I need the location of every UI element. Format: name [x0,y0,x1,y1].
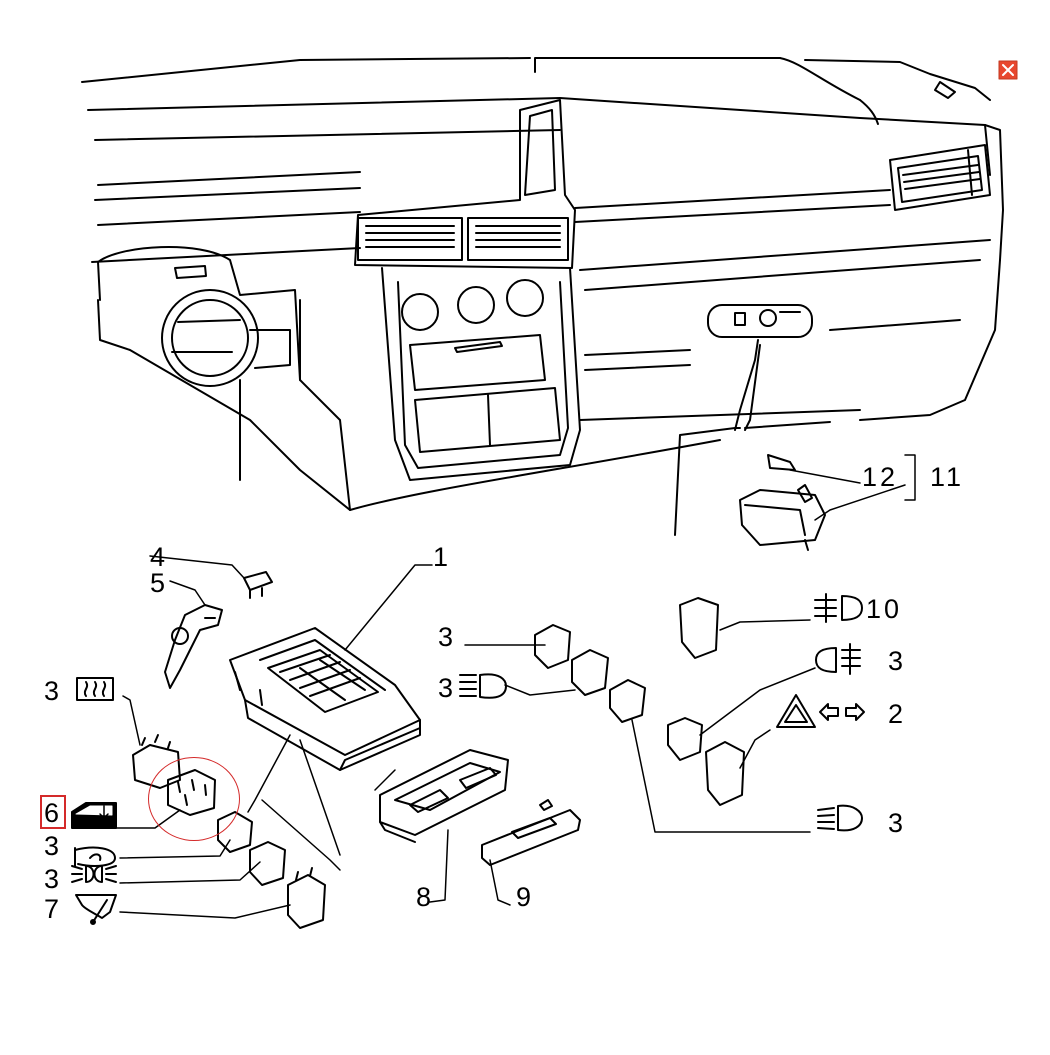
part-label-9: 9 [516,882,535,912]
close-button[interactable] [999,61,1017,79]
fuse-item-4 [243,571,273,599]
dashboard-outline [81,57,1004,511]
center-vent-frame [354,99,576,269]
part-label-7: 7 [44,894,63,924]
turn-signal-icon [819,703,865,721]
part-label-3-parking: 3 [44,864,63,894]
windscreen-wiper-icon [75,894,117,925]
fuse-puller-item-5 [164,604,223,689]
part-label-8: 8 [416,882,435,912]
part-label-12: 12 [862,462,899,492]
switch-panel-item-8 [379,749,509,843]
part-label-3-washer: 3 [44,831,63,861]
part-label-4: 4 [150,542,169,572]
part-label-2: 2 [888,699,907,729]
front-fog-lamp-icon [815,643,861,675]
low-beam-icon [817,804,863,832]
switch-panel-item-9 [481,799,581,866]
part-label-3-low-beam: 3 [888,808,907,838]
part-label-6: 6 [44,798,63,828]
callout-frame [674,421,831,551]
part-label-3-relay-top: 3 [438,622,457,652]
parking-lights-icon [71,865,117,883]
rear-fog-lamp-icon [814,593,863,623]
part-label-11: 11 [930,462,965,492]
power-window-icon [71,802,117,829]
dash-switch-slot [707,304,813,431]
rear-window-defrost-icon [76,677,114,701]
part-label-5: 5 [150,568,169,598]
close-icon-graphic [998,60,1018,80]
fuse-box [229,627,421,771]
part-label-1: 1 [433,542,452,572]
leader-lines [109,454,916,919]
right-air-vent [889,144,991,211]
center-console [381,267,581,481]
highlight-circle [148,757,240,841]
steering-column [97,246,301,387]
part-label-10: 10 [866,594,903,624]
highlight-box [40,795,66,829]
part-label-3-defrost: 3 [44,676,63,706]
part-label-3-high-beam: 3 [438,673,457,703]
part-label-3-fog: 3 [888,646,907,676]
headlamp-washer-icon [74,846,116,867]
relay-frame-lines [247,734,396,871]
high-beam-icon [459,673,507,699]
hazard-warning-icon [776,694,816,728]
